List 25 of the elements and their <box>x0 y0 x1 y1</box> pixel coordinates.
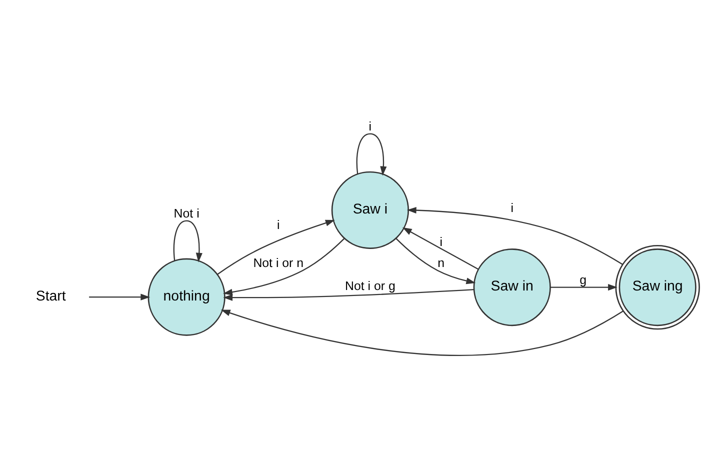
edge-label: i <box>368 118 372 133</box>
arrow <box>89 293 150 300</box>
arrow <box>220 309 624 356</box>
node-circle: Saw i <box>331 170 409 248</box>
arrow <box>550 284 618 290</box>
arrow <box>356 132 387 176</box>
arrow <box>217 219 335 274</box>
arrow <box>222 238 345 295</box>
arrow <box>223 288 474 300</box>
edge-label: i <box>277 217 280 232</box>
node-circle: Saw ing <box>615 244 700 330</box>
arrow <box>396 238 476 284</box>
node-circle: Saw in <box>473 248 551 326</box>
edge-label: Not i or n <box>253 256 304 270</box>
node-text: Start <box>36 288 66 304</box>
arrow <box>173 220 202 262</box>
edge-label: Not i <box>174 206 200 220</box>
edge-label: n <box>438 256 445 270</box>
edge-label: i <box>510 200 514 215</box>
edge-label: i <box>440 234 443 248</box>
node-circle: nothing <box>148 258 226 336</box>
arrow <box>406 206 623 264</box>
edge-label: g <box>580 272 587 286</box>
arrow <box>402 226 479 270</box>
edge-label: Not i or g <box>345 278 396 293</box>
